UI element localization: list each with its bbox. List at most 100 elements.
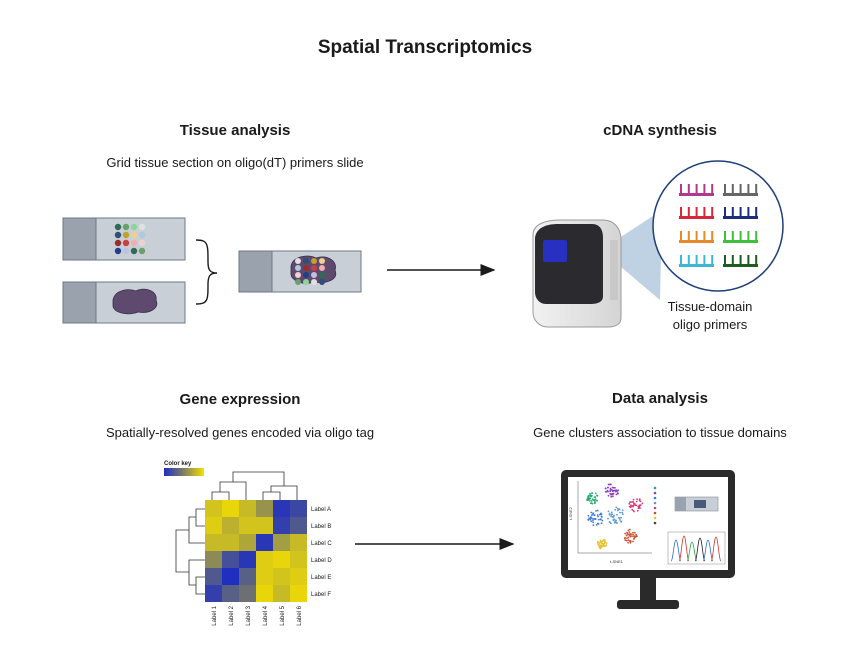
tsne-point (632, 509, 635, 512)
heatmap-cell (290, 585, 307, 602)
tsne-point (588, 494, 590, 497)
heatmap-cell (273, 517, 290, 534)
grid-dot (130, 223, 138, 231)
combined-dot (311, 265, 317, 271)
heatmap-col-label: Label 1 (212, 605, 218, 625)
dendrogram (175, 471, 298, 595)
tsne-point (599, 546, 602, 549)
heatmap-col-label: Label 2 (229, 605, 235, 625)
tsne-point (599, 539, 602, 542)
tsne-point (633, 537, 636, 540)
tsne-point (607, 483, 610, 486)
tsne-point (632, 533, 634, 536)
tsne-point (607, 510, 610, 513)
tsne-point (636, 509, 639, 512)
tsne-legend-dot (653, 511, 657, 515)
tsne-point (600, 544, 603, 547)
tsne-point (636, 535, 638, 538)
grid-dot (114, 247, 122, 255)
tsne-point (609, 487, 612, 490)
grid-dot (122, 239, 130, 247)
heatmap-cell (273, 500, 290, 517)
tsne-point (591, 514, 593, 516)
heatmap-col-label: Label 3 (246, 605, 252, 625)
primer-comb (679, 184, 714, 196)
grid-dot (130, 231, 138, 239)
heatmap-cell (273, 551, 290, 568)
primer-zoom-circle (652, 160, 784, 292)
combined-dot (319, 258, 325, 264)
tsne-point (620, 520, 623, 523)
mini-slide (674, 496, 719, 512)
tsne-point (597, 523, 600, 525)
tsne-point (591, 492, 593, 495)
tsne-point (628, 505, 631, 508)
tsne-legend-dot (653, 521, 657, 525)
grid-dot (130, 247, 138, 255)
tsne-point (628, 528, 631, 531)
grid-dot (122, 223, 130, 231)
tsne-point (615, 493, 618, 496)
heatmap-cell (222, 517, 239, 534)
tsne-point (603, 538, 606, 541)
tsne-legend-dot (653, 501, 657, 505)
gene-expression-subtitle: Spatially-resolved genes encoded via oli… (105, 425, 375, 440)
tsne-legend-dot (653, 486, 657, 490)
heatmap-cell (273, 534, 290, 551)
heatmap-cell (239, 585, 256, 602)
combined-dot (295, 258, 301, 264)
tsne-point (594, 501, 596, 504)
tsne-point (621, 509, 624, 512)
tsne-point (608, 513, 611, 516)
heatmap-cell (273, 585, 290, 602)
grid-dot (138, 239, 146, 247)
tsne-point (628, 539, 631, 542)
tsne-point (612, 492, 615, 495)
tsne-point (608, 521, 611, 523)
heatmap-cell (222, 534, 239, 551)
heatmap-cell (256, 534, 273, 551)
tsne-point (611, 486, 614, 489)
tsne-point (616, 490, 619, 492)
tsne-point (635, 533, 638, 536)
tsne-point (632, 531, 634, 534)
tsne-point (594, 496, 597, 498)
primer-comb (723, 207, 758, 219)
tsne-point (589, 497, 592, 500)
tsne-point (611, 495, 614, 498)
heatmap-cell (239, 500, 256, 517)
tsne-point (604, 544, 607, 547)
primer-comb (723, 231, 758, 243)
tsne-point (641, 502, 644, 505)
tsne-point (621, 511, 624, 514)
tsne-point (598, 545, 600, 547)
tsne-point (611, 489, 614, 492)
heatmap-cell (239, 568, 256, 585)
tsne-point (627, 533, 630, 536)
tsne-point (613, 518, 616, 521)
data-analysis-subtitle: Gene clusters association to tissue doma… (533, 425, 787, 440)
tsne-point (617, 516, 620, 519)
heatmap-cell (290, 568, 307, 585)
tsne-point (632, 505, 634, 508)
tsne-point (591, 494, 593, 497)
heatmap-col-label: Label 6 (297, 605, 303, 625)
tsne-point (620, 516, 622, 519)
heatmap-cell (290, 500, 307, 517)
tsne-point (638, 499, 641, 501)
tsne-point (611, 515, 614, 518)
grid-dot (122, 247, 130, 255)
combined-dot (311, 258, 317, 264)
tsne-point (630, 505, 633, 508)
tsne-point (615, 521, 618, 524)
tsne-point (597, 518, 600, 521)
heatmap-cell (205, 517, 222, 534)
heatmap-row-label: Label E (311, 575, 331, 581)
tsne-point (621, 513, 624, 516)
tsne-point (587, 498, 590, 501)
tsne-point (594, 492, 597, 495)
combined-slide (238, 250, 362, 293)
tsne-point (625, 539, 628, 542)
tsne-point (615, 519, 617, 522)
